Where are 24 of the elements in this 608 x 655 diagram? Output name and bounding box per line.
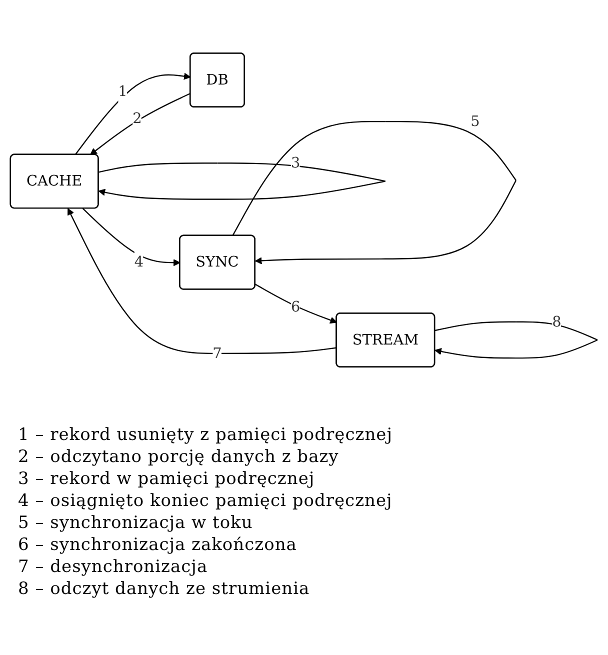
legend-note: 1 – rekord usunięty z pamięci podręcznej [18,424,394,446]
arrow [82,208,180,266]
arrow [232,120,517,264]
edge-label: 5 [470,113,480,130]
arrow [434,321,598,359]
arrow [98,162,386,200]
legend-note: 4 – osiągnięto koniec pamięci podręcznej [18,490,394,512]
edge-label: 8 [552,313,562,330]
edge-label: 3 [290,154,300,172]
edge-label: 1 [118,83,128,100]
arrow [74,72,191,156]
legend-note: 6 – synchronizacja zakończona [18,534,298,556]
legend-note: 5 – synchronizacja w toku [18,512,254,534]
edge-label: 4 [134,254,144,271]
arrow [68,208,337,354]
edge-label: 2 [132,110,142,128]
arrow [90,92,191,156]
legend-note: 2 – odczytano porcję danych z bazy [18,446,340,468]
edge-label: 6 [290,298,300,316]
legend-note: 7 – desynchronizacja [18,556,209,578]
arrow [254,284,337,324]
edge-label: 7 [212,344,222,362]
legend-note: 8 – odczyt danych ze strumienia [18,578,311,600]
legend-note: 3 – rekord w pamięci podręcznej [18,468,316,490]
